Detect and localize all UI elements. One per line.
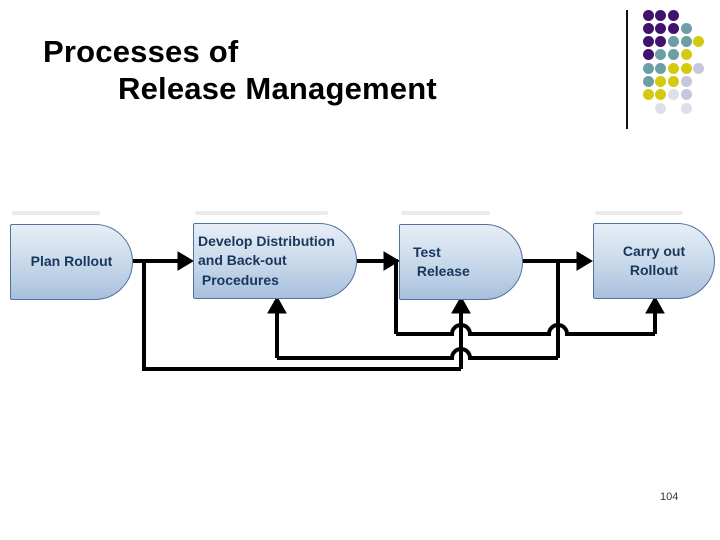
arrowhead-into-carry-bottom (645, 295, 665, 314)
decoration-vertical-line (626, 10, 628, 129)
decoration-dot (642, 9, 654, 21)
arrowhead-into-test-bottom (451, 295, 471, 314)
decoration-dot (693, 36, 705, 48)
decoration-dot (655, 22, 667, 34)
decoration-dot (655, 89, 667, 101)
slide-title: Processes of Release Management (43, 33, 437, 107)
decoration-dot (667, 49, 679, 61)
node-label: Develop Distribution and Back-out Proced… (198, 232, 335, 288)
connector-plan-to-test-branch (142, 259, 463, 371)
flow-node-develop-procedures: Develop Distribution and Back-out Proced… (193, 223, 357, 299)
decoration-dot (693, 62, 705, 74)
decoration-dot (667, 76, 679, 87)
flow-node-test-release: Test Release (399, 224, 523, 300)
decoration-dot (655, 36, 667, 48)
arrowhead-into-carry (576, 251, 593, 271)
decoration-dot (680, 89, 692, 101)
flow-node-carry-out-rollout: Carry out Rollout (593, 223, 715, 299)
title-line-2: Release Management (118, 71, 437, 106)
decoration-dot (655, 76, 667, 87)
arrowhead-into-develop-bottom (267, 295, 287, 314)
decoration-dot (642, 36, 654, 48)
node-label: Test Release (413, 243, 470, 280)
decoration-dot (667, 36, 679, 48)
connector-develop-to-carry-branch (394, 259, 657, 336)
decoration-dot (667, 22, 679, 34)
decoration-dot (642, 22, 654, 34)
decoration-dot (680, 36, 692, 48)
node-label: Carry out Rollout (622, 242, 686, 279)
decoration-dot (642, 49, 654, 61)
decoration-dot (680, 62, 692, 74)
decoration-dot (667, 62, 679, 74)
decoration-dot (680, 76, 692, 87)
node-shadow (195, 211, 328, 215)
decoration-dot (667, 9, 679, 21)
decoration-dot (680, 22, 692, 34)
decoration-dot (655, 102, 667, 114)
decoration-dot (667, 89, 679, 101)
node-shadow (12, 211, 100, 215)
decoration-dot (642, 76, 654, 87)
decoration-dot (642, 89, 654, 101)
node-shadow (401, 211, 490, 215)
title-line-1: Processes of (43, 34, 239, 69)
arrowhead-into-test (383, 251, 400, 271)
arrowhead-into-develop (177, 251, 194, 271)
decoration-dot (655, 62, 667, 74)
decoration-dot (680, 49, 692, 61)
decoration-dot (680, 102, 692, 114)
flow-node-plan-rollout: Plan Rollout (10, 224, 133, 300)
decoration-dot (655, 49, 667, 61)
decoration-dot (655, 9, 667, 21)
page-number: 104 (660, 491, 679, 503)
node-shadow (595, 211, 683, 215)
decoration-dot (642, 62, 654, 74)
node-label: Plan Rollout (30, 253, 113, 270)
connector-test-to-develop-branch (275, 259, 560, 360)
